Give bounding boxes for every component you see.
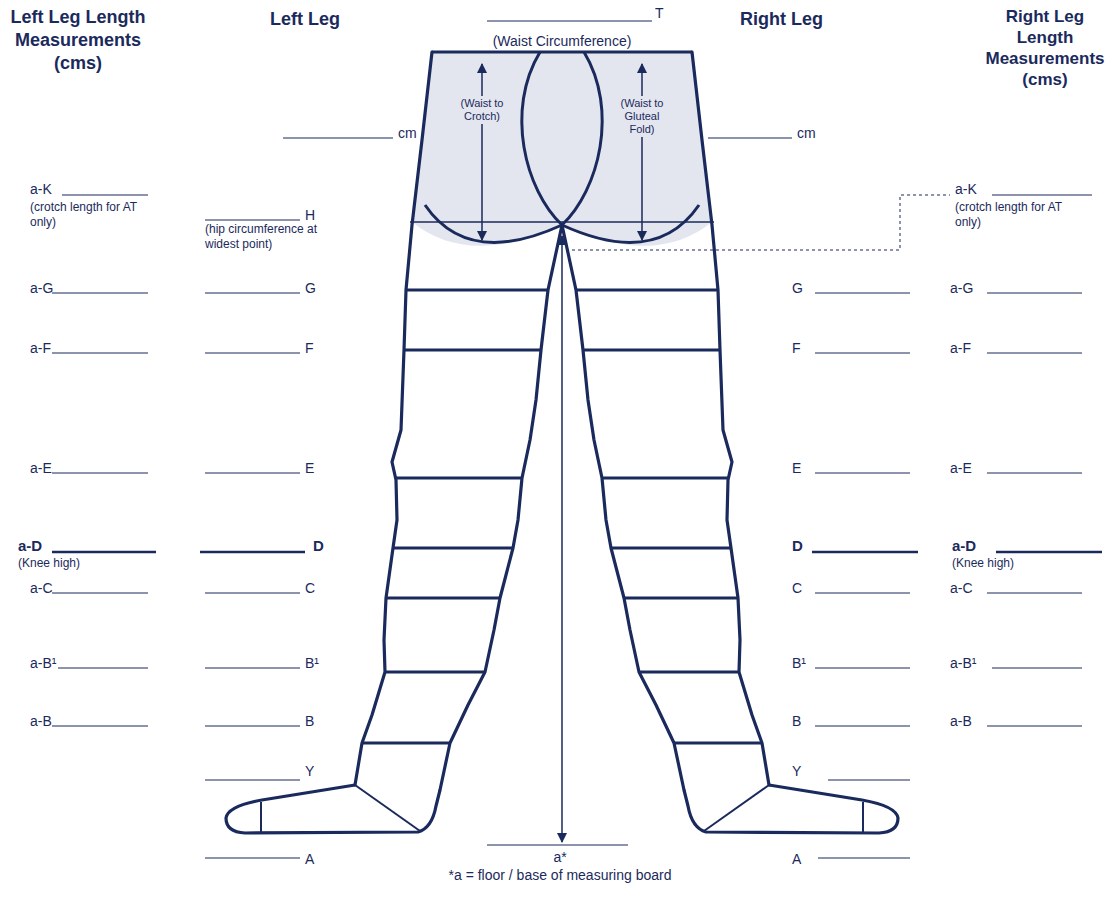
circumference-code: C	[305, 579, 315, 597]
circumference-code: A	[792, 850, 801, 868]
circumference-code: B	[305, 712, 314, 730]
length-code: a-D	[952, 536, 976, 555]
unit: cm	[797, 124, 816, 142]
circumference-code: B¹	[792, 654, 806, 672]
length-code: a-C	[950, 579, 973, 597]
length-code: a-B¹	[950, 654, 976, 672]
note: (Knee high)	[952, 556, 1014, 571]
circumference-code: E	[305, 459, 314, 477]
length-code: a-B	[30, 712, 52, 730]
circumference-code: E	[792, 459, 801, 477]
circumference-code: Y	[305, 762, 314, 780]
length-code: a-F	[950, 339, 971, 357]
column-heading: Right Leg	[740, 8, 823, 31]
measure-note: (Waist to Crotch)	[458, 96, 506, 124]
note: (crotch length for AT only)	[30, 200, 142, 230]
length-code: a-E	[950, 459, 972, 477]
length-code: a-G	[950, 279, 973, 297]
length-code: a-K	[955, 180, 977, 198]
footnote: *a = floor / base of measuring board	[449, 866, 672, 884]
circumference-code: D	[313, 536, 324, 555]
circumference-code: B¹	[305, 654, 319, 672]
briefs-region: (Waist to Crotch) (Waist to Gluteal Fold)	[432, 52, 692, 242]
length-code: a-F	[30, 339, 51, 357]
circumference-code: Y	[792, 762, 801, 780]
note: (hip circumference at widest point)	[205, 222, 345, 252]
note: (Knee high)	[18, 556, 80, 571]
column-heading: Left Leg	[270, 8, 340, 31]
length-code: a-B¹	[30, 654, 56, 672]
length-code: a-C	[30, 579, 53, 597]
unit: cm	[398, 124, 417, 142]
measure-code: T	[655, 4, 664, 22]
floor-mark: a*	[551, 848, 568, 866]
circumference-code: F	[305, 339, 314, 357]
length-code: a-G	[30, 279, 53, 297]
length-code: a-D	[18, 536, 42, 555]
length-code: a-E	[30, 459, 52, 477]
measure-note: (Waist to Gluteal Fold)	[616, 96, 668, 137]
measure-note: (Waist Circumference)	[491, 32, 634, 50]
circumference-code: B	[792, 712, 801, 730]
circumference-code: C	[792, 579, 802, 597]
circumference-code: H	[305, 206, 315, 224]
circumference-code: A	[305, 850, 314, 868]
length-code: a-K	[30, 180, 52, 198]
note: (crotch length for AT only)	[955, 200, 1067, 230]
column-heading: Left Leg Length Measurements (cms)	[11, 6, 146, 75]
circumference-code: D	[792, 536, 803, 555]
circumference-code: G	[792, 279, 803, 297]
circumference-code: F	[792, 339, 801, 357]
length-code: a-B	[950, 712, 972, 730]
column-heading: Right Leg Length Measurements (cms)	[983, 6, 1107, 90]
circumference-code: G	[305, 279, 316, 297]
